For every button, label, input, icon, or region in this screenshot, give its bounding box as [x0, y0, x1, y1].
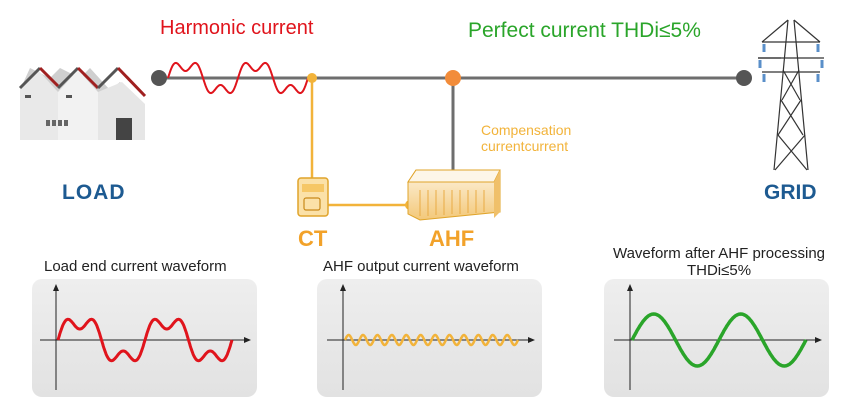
load-waveform-title: Load end current waveform: [44, 258, 227, 275]
load-current-waveform: [56, 317, 234, 363]
processed-waveform-title: Waveform after AHF processing THDi≤5%: [612, 245, 825, 279]
ct-tap-node: [307, 73, 317, 83]
load-label: LOAD: [62, 181, 126, 204]
ahf-waveform-title: AHF output current waveform: [323, 258, 519, 275]
ct-sensor-icon: [297, 177, 329, 217]
grid-label: GRID: [764, 181, 817, 204]
panel-load-waveform: [32, 279, 257, 397]
ahf-injection-node: [445, 70, 461, 86]
harmonic-current-title: Harmonic current: [160, 17, 314, 39]
perfect-current-title: Perfect current THDi≤5%: [468, 19, 701, 42]
harmonic-current-wave: [167, 61, 309, 95]
ct-label: CT: [298, 226, 328, 251]
panel-processed-waveform: [604, 279, 829, 397]
processed-current-waveform: [630, 312, 808, 368]
transmission-tower-icon: [758, 19, 824, 171]
compensation-current-label: Compensation currentcurrent: [481, 122, 572, 154]
grid-node: [736, 70, 752, 86]
load-node: [151, 70, 167, 86]
ahf-label: AHF: [429, 226, 475, 251]
panel-ahf-waveform: [317, 279, 542, 397]
ahf-device-icon: [407, 169, 501, 221]
factory-icon: [18, 66, 147, 140]
ahf-output-waveform: [343, 333, 520, 347]
